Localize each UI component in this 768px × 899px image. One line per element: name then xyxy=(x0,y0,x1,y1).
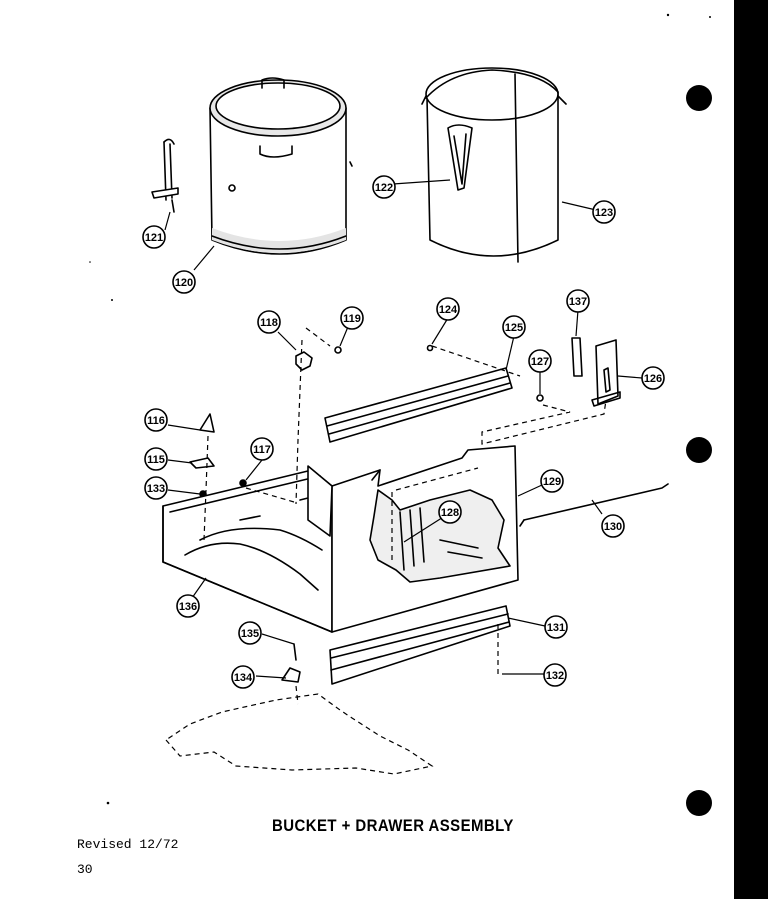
svg-text:135: 135 xyxy=(241,628,259,640)
svg-text:127: 127 xyxy=(531,356,549,368)
svg-text:120: 120 xyxy=(175,277,193,289)
svg-text:115: 115 xyxy=(147,454,165,466)
page-number: 30 xyxy=(77,862,93,877)
latch-handle xyxy=(151,138,179,213)
small-fasteners xyxy=(189,413,247,498)
callout-136: 136 xyxy=(176,594,200,618)
rod xyxy=(519,483,669,527)
callout-118: 118 xyxy=(257,310,281,334)
callout-124: 124 xyxy=(436,297,460,321)
bottom-clip-and-pin xyxy=(281,643,301,683)
assembly-dash-lines xyxy=(165,327,607,775)
svg-text:133: 133 xyxy=(147,483,165,495)
callout-125: 125 xyxy=(502,315,526,339)
svg-text:134: 134 xyxy=(234,672,253,684)
svg-text:123: 123 xyxy=(595,207,613,219)
punch-hole-top xyxy=(686,85,712,111)
callout-129: 129 xyxy=(540,469,564,493)
binder-edge-bar xyxy=(734,0,768,899)
callout-128: 128 xyxy=(438,500,462,524)
svg-text:124: 124 xyxy=(439,304,458,316)
callout-117: 117 xyxy=(250,437,274,461)
callout-115: 115 xyxy=(144,447,168,471)
callout-119: 119 xyxy=(340,306,364,330)
svg-text:125: 125 xyxy=(505,322,523,334)
punch-hole-bottom xyxy=(686,790,712,816)
callout-122: 122 xyxy=(372,175,396,199)
page-title: BUCKET + DRAWER ASSEMBLY xyxy=(272,816,514,835)
svg-text:130: 130 xyxy=(604,521,622,533)
svg-text:131: 131 xyxy=(547,622,565,634)
bucket-with-lid xyxy=(209,77,353,255)
svg-text:132: 132 xyxy=(546,670,564,682)
svg-text:118: 118 xyxy=(260,317,278,329)
punch-hole-middle xyxy=(686,437,712,463)
svg-text:137: 137 xyxy=(569,296,587,308)
callout-123: 123 xyxy=(592,200,616,224)
callout-137: 137 xyxy=(566,289,590,313)
front-trim xyxy=(329,605,511,685)
rail-bar xyxy=(324,344,513,443)
svg-text:128: 128 xyxy=(441,507,459,519)
callout-116: 116 xyxy=(144,408,168,432)
callout-135: 135 xyxy=(238,621,262,645)
svg-text:117: 117 xyxy=(253,444,271,456)
callouts: 121 120 122 123 118 119 124 125 137 127 … xyxy=(142,175,665,689)
callout-134: 134 xyxy=(231,665,255,689)
callout-leaders xyxy=(164,179,643,679)
callout-133: 133 xyxy=(144,476,168,500)
callout-131: 131 xyxy=(544,615,568,639)
svg-text:119: 119 xyxy=(343,313,361,325)
svg-text:126: 126 xyxy=(644,373,662,385)
callout-130: 130 xyxy=(601,514,625,538)
callout-120: 120 xyxy=(172,270,196,294)
clip-and-screw xyxy=(295,346,342,371)
svg-text:121: 121 xyxy=(145,232,163,244)
svg-text:129: 129 xyxy=(543,476,561,488)
drawer-body xyxy=(162,445,519,633)
svg-text:136: 136 xyxy=(179,601,197,613)
revision-note: Revised 12/72 xyxy=(77,837,179,852)
scan-specks xyxy=(89,13,711,805)
svg-text:116: 116 xyxy=(147,415,165,427)
side-bracket xyxy=(536,337,621,407)
callout-127: 127 xyxy=(528,349,552,373)
svg-text:122: 122 xyxy=(375,182,393,194)
callout-132: 132 xyxy=(543,663,567,687)
bucket-liner xyxy=(421,67,567,263)
callout-121: 121 xyxy=(142,225,166,249)
callout-126: 126 xyxy=(641,366,665,390)
